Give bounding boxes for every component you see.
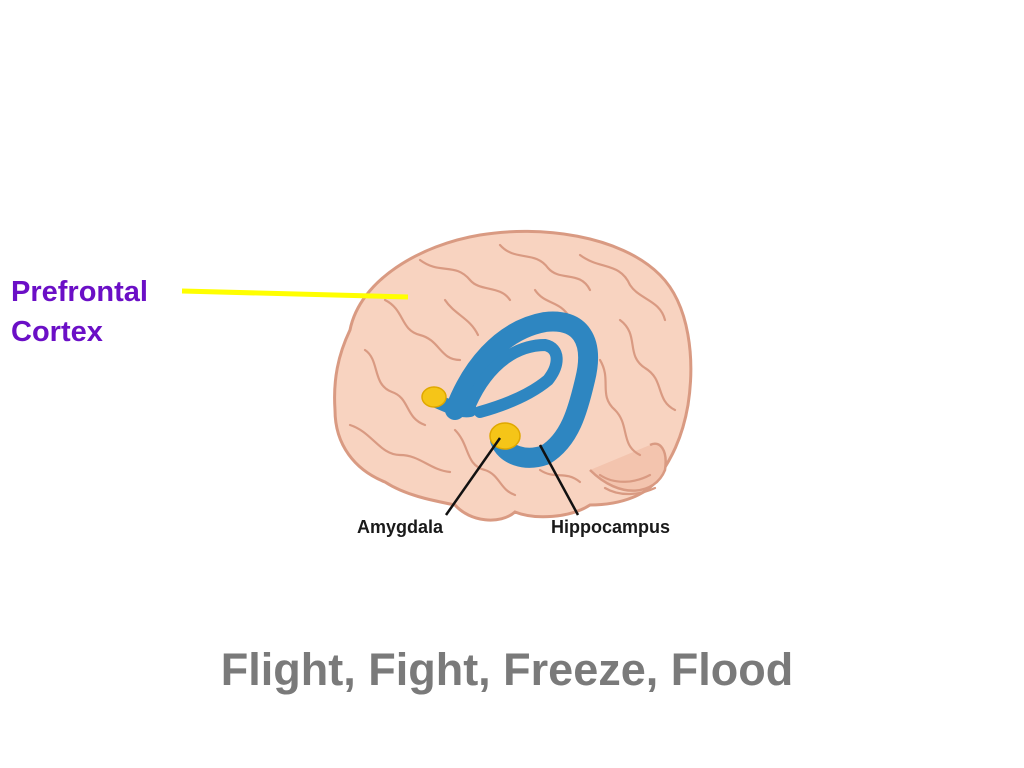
prefrontal-pointer-line <box>181 288 409 300</box>
amygdala-small-spot <box>421 386 447 408</box>
slide-title: Flight, Fight, Freeze, Flood <box>220 644 794 695</box>
prefrontal-label-line2: Cortex <box>11 316 103 348</box>
amygdala-label: Amygdala <box>357 517 444 537</box>
hippocampus-leader-line <box>538 444 580 516</box>
prefrontal-label-line1: Prefrontal <box>11 276 148 308</box>
brain-shape <box>333 229 693 522</box>
hippocampus-label: Hippocampus <box>551 517 671 537</box>
amygdala-leader-line <box>444 437 502 516</box>
prefrontal-cortex-label: Prefrontal Cortex <box>11 272 181 352</box>
